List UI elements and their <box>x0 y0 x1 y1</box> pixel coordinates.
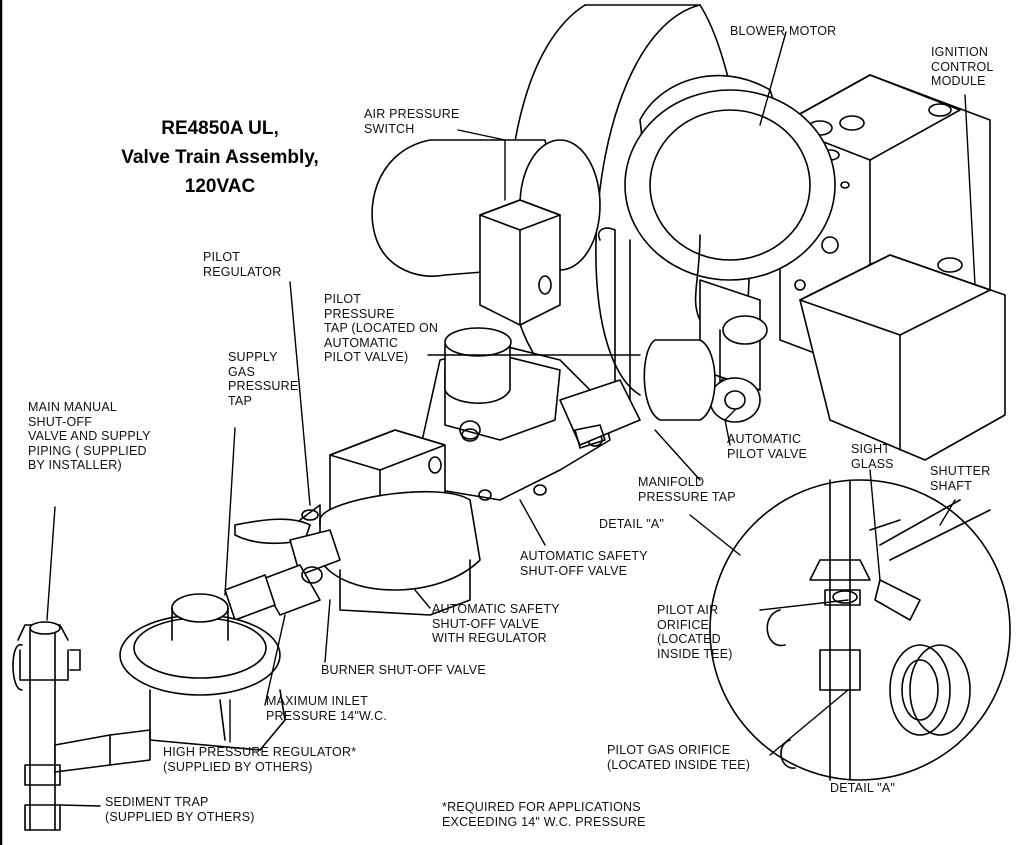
high-pressure-regulator-shape <box>119 593 286 751</box>
sediment-leader <box>59 804 101 807</box>
auto-safety-reg-leader <box>414 589 431 609</box>
diagram-title-line-2: Valve Train Assembly, <box>121 147 319 168</box>
diagram-title-line-1: RE4850A UL, <box>161 118 279 139</box>
sight-glass-leader <box>869 469 881 581</box>
leader-lines <box>46 31 976 807</box>
supply-piping-shape <box>12 621 151 831</box>
max-inlet-leader <box>264 614 286 706</box>
label-sediment-trap: SEDIMENT TRAP(SUPPLIED BY OTHERS) <box>105 795 255 824</box>
label-pilot-gas-orifice: PILOT GAS ORIFICE(LOCATED INSIDE TEE) <box>607 743 751 772</box>
label-blower-motor: BLOWER MOTOR <box>730 24 837 38</box>
blower-motor-leader <box>759 31 787 126</box>
burner-shutoff-valve-shape <box>224 504 341 621</box>
diagram-title-line-3: 120VAC <box>184 176 256 197</box>
safety-valve-body-shape <box>419 327 641 501</box>
supply-tap-leader <box>224 427 236 596</box>
lower-module-shape <box>799 254 1006 461</box>
manual-valve-leader <box>46 506 56 621</box>
pilot-regulator-leader <box>289 281 311 506</box>
auto-safety-leader <box>519 499 546 546</box>
manifold-tap-leader <box>654 429 701 481</box>
air-pressure-switch-shape <box>371 139 601 326</box>
ignition-module-leader <box>964 94 976 286</box>
pilot-piping-shape <box>597 227 768 423</box>
air-switch-leader <box>457 129 506 201</box>
pilot-air-leader <box>759 599 849 611</box>
label-detail-a-caption: DETAIL "A" <box>830 781 896 795</box>
shutter-shaft-leader <box>939 499 956 526</box>
regulator-valve-shape <box>319 429 481 616</box>
detail-a-circle-shape <box>709 479 1011 781</box>
label-detail-a-pointer: DETAIL "A" <box>599 517 665 531</box>
pilot-gas-leader <box>769 689 849 756</box>
detail-a-leader <box>689 514 741 556</box>
burner-valve-leader <box>324 599 331 663</box>
label-high-pressure-regulator: HIGH PRESSURE REGULATOR*(SUPPLIED BY OTH… <box>163 745 357 774</box>
label-burner-shutoff-valve: BURNER SHUT-OFF VALVE <box>321 663 486 677</box>
auto-pilot-leader <box>724 409 736 446</box>
